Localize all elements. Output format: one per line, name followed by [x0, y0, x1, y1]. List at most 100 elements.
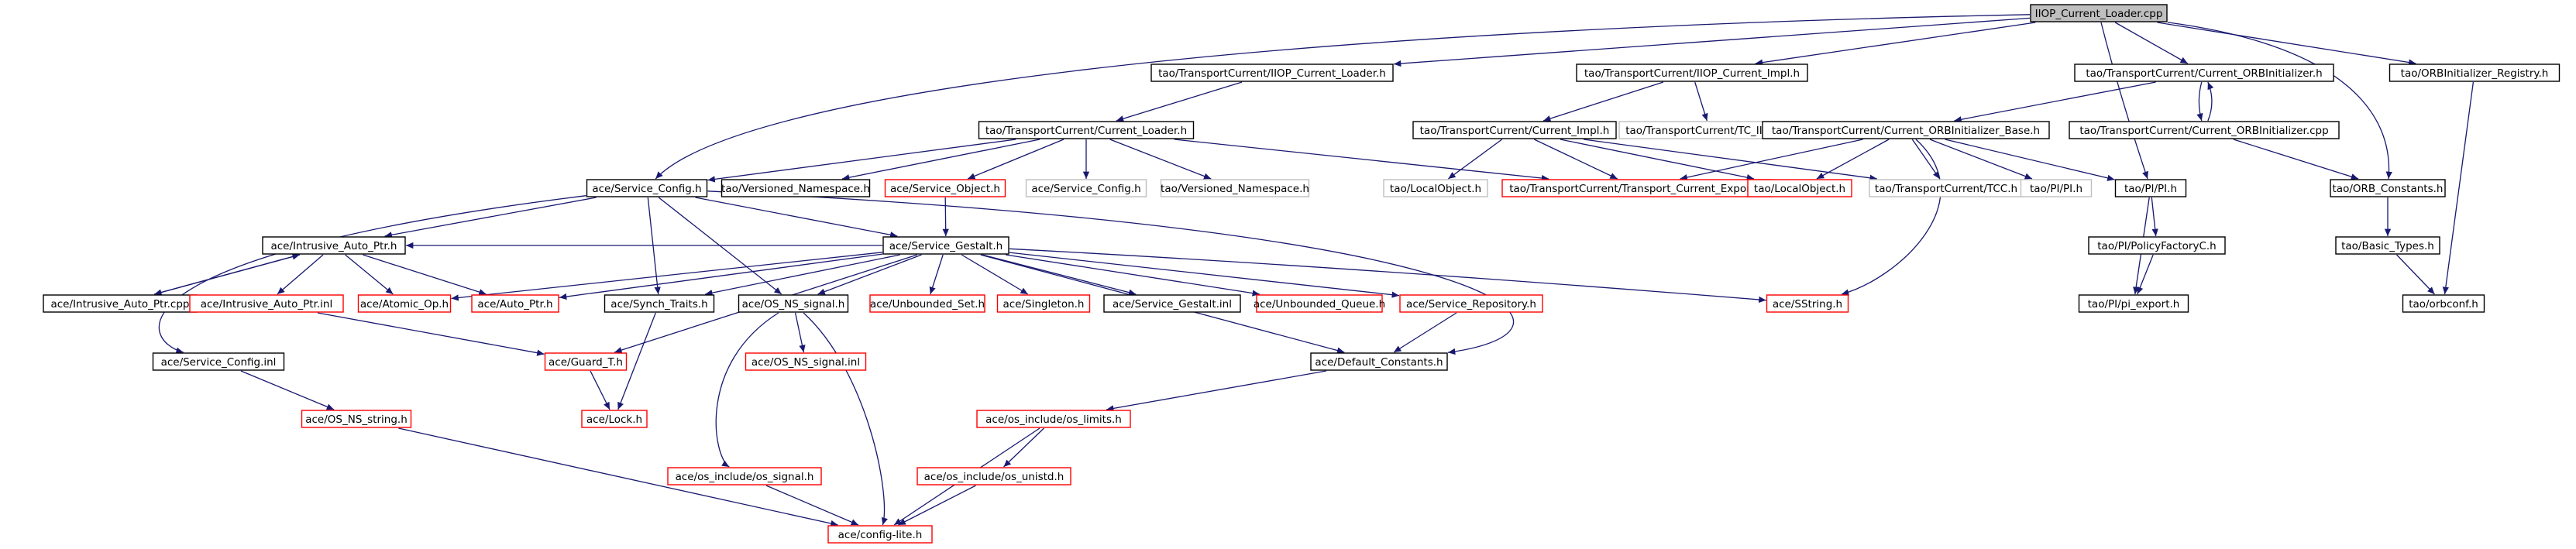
node-os-ns-signal-h[interactable]: ace/OS_NS_signal.h [738, 294, 849, 313]
node-config-lite-h[interactable]: ace/config-lite.h [827, 525, 933, 544]
node-orbinit-registry-h[interactable]: tao/ORBInitializer_Registry.h [2389, 63, 2561, 82]
edge-service-gestalt-h-to-service-repository-h [1009, 252, 1400, 298]
node-label: ace/Lock.h [586, 413, 642, 426]
node-lock-h[interactable]: ace/Lock.h [581, 410, 648, 428]
node-os-ns-string-h[interactable]: ace/OS_NS_string.h [301, 410, 412, 428]
node-box [1103, 294, 1241, 313]
edge-intrusive-auto-ptr-h-to-auto-ptr-h [363, 254, 487, 296]
node-default-constants-h[interactable]: ace/Default_Constants.h [1310, 352, 1448, 371]
node-box [189, 294, 344, 313]
edge-os-signal-h-to-config-lite-h [765, 485, 859, 526]
node-box [884, 179, 1006, 197]
node-box [869, 294, 985, 313]
node-synch-traits-h[interactable]: ace/Synch_Traits.h [604, 294, 715, 313]
node-tc-iiop-loader-h[interactable]: tao/TransportCurrent/IIOP_Current_Loader… [1150, 63, 1394, 82]
edges-layer [154, 14, 2475, 527]
node-intrusive-auto-ptr-cpp[interactable]: ace/Intrusive_Auto_Ptr.cpp [43, 294, 198, 313]
node-singleton-h[interactable]: ace/Singleton.h [996, 294, 1091, 313]
node-intrusive-auto-ptr-h[interactable]: ace/Intrusive_Auto_Ptr.h [262, 236, 406, 255]
node-pi-pi-h[interactable]: tao/PI/PI.h [2114, 179, 2187, 197]
node-pi-pi-export-h[interactable]: tao/PI/pi_export.h [2078, 294, 2189, 313]
node-box [976, 410, 1131, 428]
edge-service-gestalt-h-to-unbounded-set-h [929, 254, 944, 295]
node-service-repository-h[interactable]: ace/Service_Repository.h [1399, 294, 1543, 313]
edge-os-ns-signal-h-to-os-ns-signal-inl [794, 312, 806, 353]
node-label: tao/orbconf.h [2409, 298, 2478, 311]
node-service-config-h2[interactable]: ace/Service_Config.h [1025, 179, 1147, 197]
node-guard-t-h[interactable]: ace/Guard_T.h [544, 352, 628, 371]
node-tc-current-impl-h[interactable]: tao/TransportCurrent/Current_Impl.h [1412, 121, 1617, 139]
node-tc-tcc-h[interactable]: tao/TransportCurrent/TCC.h [1869, 179, 2024, 197]
node-label: ace/Service_Repository.h [1406, 298, 1536, 311]
edge-intrusive-auto-ptr-cpp-to-intrusive-auto-ptr-h [154, 253, 300, 295]
node-box [2074, 63, 2334, 82]
node-tc-current-loader-h[interactable]: tao/TransportCurrent/Current_Loader.h [978, 121, 1195, 139]
node-box [2088, 236, 2226, 255]
node-intrusive-auto-ptr-inl[interactable]: ace/Intrusive_Auto_Ptr.inl [189, 294, 344, 313]
node-pi-policyfactoryc-h[interactable]: tao/PI/PolicyFactoryC.h [2088, 236, 2226, 255]
edge-tc-orbinit-base-h-to-sstring-h [1841, 139, 1941, 296]
edge-service-gestalt-h-to-unbounded-queue-h [1006, 254, 1260, 297]
node-tao-localobject-h[interactable]: tao/LocalObject.h [1383, 179, 1488, 197]
node-box [2389, 63, 2561, 82]
edge-tc-orbinit-cpp-to-tc-orbinit-h [2207, 81, 2214, 122]
node-tc-iiopc-h[interactable]: tao/TransportCurrent/TC_IIOPC.h [1618, 121, 1801, 139]
node-atomic-op-h[interactable]: ace/Atomic_Op.h [357, 294, 452, 313]
node-box [301, 410, 412, 428]
node-auto-ptr-h[interactable]: ace/Auto_Ptr.h [471, 294, 559, 313]
node-label: ace/config-lite.h [838, 529, 923, 541]
node-root[interactable]: IIOP_Current_Loader.cpp [2030, 4, 2168, 22]
edge-intrusive-auto-ptr-inl-to-guard-t-h [317, 312, 545, 356]
node-sstring-h[interactable]: ace/SString.h [1766, 294, 1849, 313]
node-tc-iiop-impl-h[interactable]: tao/TransportCurrent/IIOP_Current_Impl.h [1576, 63, 1808, 82]
edge-tc-orbinit-base-h-to-localobject-h [1816, 139, 1890, 180]
node-os-limits-h[interactable]: ace/os_include/os_limits.h [976, 410, 1131, 428]
node-box [152, 352, 285, 371]
node-box [667, 467, 822, 486]
node-label: tao/ORB_Constants.h [2333, 183, 2444, 195]
node-pi-pi-h-ext[interactable]: tao/PI/PI.h [2020, 179, 2093, 197]
edge-service-gestalt-h-to-atomic-op-h [451, 252, 883, 301]
node-label: tao/Basic_Types.h [2341, 240, 2434, 252]
edge-tc-orbinit-base-h-to-pi-pi-h-ext [1929, 139, 2033, 180]
node-os-unistd-h[interactable]: ace/os_include/os_unistd.h [917, 467, 1071, 486]
edge-service-config-h-to-default-constants-h [707, 190, 1515, 355]
node-label: ace/os_include/os_signal.h [676, 471, 814, 483]
edge-tc-iiop-impl-h-to-tc-current-impl-h [1543, 81, 1664, 122]
node-label: tao/Versioned_Namespace.h [1161, 183, 1309, 195]
node-localobject-h[interactable]: tao/LocalObject.h [1747, 179, 1852, 197]
node-service-config-inl[interactable]: ace/Service_Config.inl [152, 352, 285, 371]
edge-tc-orbinit-base-h-to-pi-pi-h [1945, 139, 2115, 181]
edge-root-to-service-config-h [655, 14, 2031, 180]
node-label: tao/TransportCurrent/Current_ORBInitiali… [2086, 67, 2322, 80]
edge-tc-orbinit-base-h-to-tc-tcc-h [1911, 139, 1941, 180]
node-service-object-h[interactable]: ace/Service_Object.h [884, 179, 1006, 197]
node-label: tao/Versioned_Namespace.h [721, 183, 870, 195]
edge-os-ns-signal-h-to-os-signal-h [715, 312, 779, 468]
node-label: ace/Service_Gestalt.h [889, 240, 1003, 252]
node-service-config-h[interactable]: ace/Service_Config.h [586, 179, 708, 197]
node-tc-transport-export-h[interactable]: tao/TransportCurrent/Transport_Current_E… [1501, 179, 1773, 197]
node-service-gestalt-inl[interactable]: ace/Service_Gestalt.inl [1103, 294, 1241, 313]
node-unbounded-queue-h[interactable]: ace/Unbounded_Queue.h [1254, 294, 1385, 313]
node-service-gestalt-h[interactable]: ace/Service_Gestalt.h [882, 236, 1009, 255]
node-unbounded-set-h[interactable]: ace/Unbounded_Set.h [869, 294, 985, 313]
node-tao-versioned-ns-h[interactable]: tao/Versioned_Namespace.h [721, 179, 871, 197]
node-label: tao/PI/PolicyFactoryC.h [2097, 240, 2216, 252]
node-os-signal-h[interactable]: ace/os_include/os_signal.h [667, 467, 822, 486]
node-tao-versioned-ns-h2[interactable]: tao/Versioned_Namespace.h [1160, 179, 1310, 197]
edge-intrusive-auto-ptr-h-to-atomic-op-h [345, 254, 394, 295]
node-tc-orbinit-h[interactable]: tao/TransportCurrent/Current_ORBInitiali… [2074, 63, 2334, 82]
node-os-ns-signal-inl[interactable]: ace/OS_NS_signal.inl [745, 352, 867, 371]
node-orb-constants-h[interactable]: tao/ORB_Constants.h [2330, 179, 2446, 197]
node-tc-orbinit-base-h[interactable]: tao/TransportCurrent/Current_ORBInitiali… [1762, 121, 2050, 139]
edge-tc-current-loader-h-to-tc-transport-export-h [1174, 139, 1549, 182]
node-label: tao/ORBInitializer_Registry.h [2401, 67, 2549, 80]
node-basic-types-h[interactable]: tao/Basic_Types.h [2335, 236, 2440, 255]
node-tc-orbinit-cpp[interactable]: tao/TransportCurrent/Current_ORBInitiali… [2069, 121, 2340, 139]
node-box [738, 294, 849, 313]
node-orbconf-h[interactable]: tao/orbconf.h [2402, 294, 2485, 313]
node-label: ace/Singleton.h [1003, 298, 1084, 311]
edge-tc-orbinit-cpp-to-orb-constants-h [2233, 139, 2359, 180]
node-box [2078, 294, 2189, 313]
